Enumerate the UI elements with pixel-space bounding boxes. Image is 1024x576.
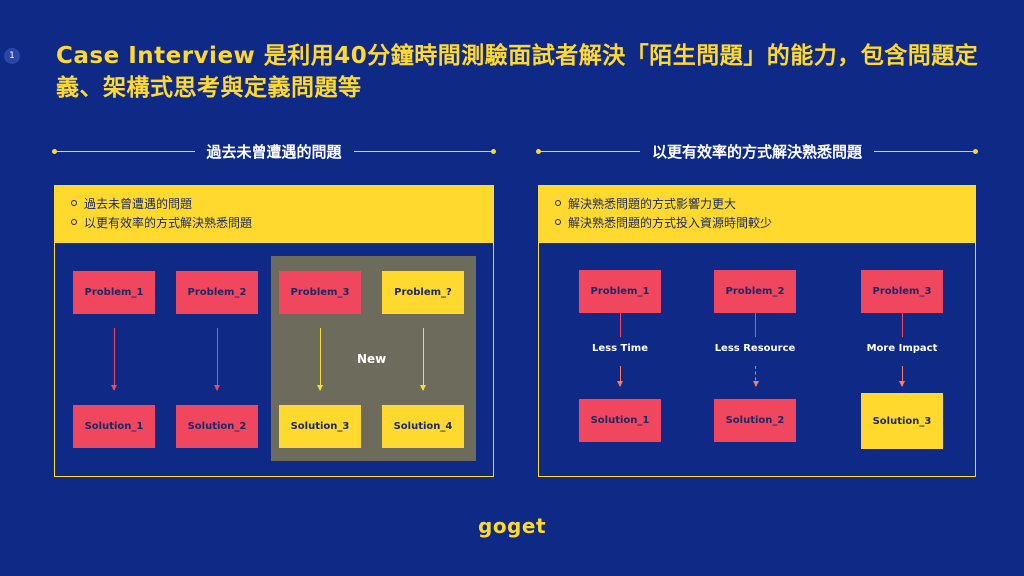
arrow-icon <box>111 328 117 391</box>
heading-line-right <box>353 148 496 154</box>
connector-line <box>902 313 903 337</box>
connector-line <box>755 313 756 337</box>
right-section-heading: 以更有效率的方式解決熟悉問題 <box>536 140 979 162</box>
bullet-item: 解決熟悉問題的方式影響力更大 <box>555 195 975 214</box>
bullet-item: 解決熟悉問題的方式投入資源時間較少 <box>555 214 975 233</box>
right-solution-1: Solution_1 <box>579 399 661 442</box>
right-problem-2: Problem_2 <box>714 270 796 313</box>
arrow-icon <box>214 328 220 391</box>
right-panel: 解決熟悉問題的方式影響力更大 解決熟悉問題的方式投入資源時間較少 Problem… <box>538 185 976 477</box>
right-solution-2: Solution_2 <box>714 399 796 442</box>
left-problem-unknown: Problem_? <box>382 271 464 314</box>
arrow-icon <box>899 366 905 387</box>
right-bullets: 解決熟悉問題的方式影響力更大 解決熟悉問題的方式投入資源時間較少 <box>539 186 975 243</box>
left-heading-label: 過去未曾遭遇的問題 <box>206 142 342 161</box>
left-problem-3: Problem_3 <box>279 271 361 314</box>
arrow-icon <box>617 366 623 387</box>
label-more-impact: More Impact <box>866 343 938 354</box>
bullet-dot-icon <box>71 199 77 206</box>
left-solution-1: Solution_1 <box>73 405 155 448</box>
bullet-item: 過去未曾遭遇的問題 <box>71 195 493 214</box>
brand-logo: goget <box>478 514 546 538</box>
bullet-item: 以更有效率的方式解決熟悉問題 <box>71 214 493 233</box>
dashed-arrow-icon <box>753 366 759 387</box>
arrow-icon <box>420 328 426 391</box>
connector-line <box>620 313 621 337</box>
right-problem-1: Problem_1 <box>579 270 661 313</box>
left-solution-3: Solution_3 <box>279 405 361 448</box>
right-heading-label: 以更有效率的方式解決熟悉問題 <box>652 142 863 161</box>
left-section-heading: 過去未曾遭遇的問題 <box>52 140 496 162</box>
new-label: New <box>357 352 387 366</box>
bullet-dot-icon <box>555 218 561 225</box>
heading-line-left <box>52 148 195 154</box>
label-less-resource: Less Resource <box>714 343 796 354</box>
right-problem-3: Problem_3 <box>861 270 943 313</box>
left-solution-4: Solution_4 <box>382 405 464 448</box>
bullet-dot-icon <box>555 199 561 206</box>
left-problem-2: Problem_2 <box>176 271 258 314</box>
left-solution-2: Solution_2 <box>176 405 258 448</box>
left-bullets: 過去未曾遭遇的問題 以更有效率的方式解決熟悉問題 <box>55 186 493 243</box>
bullet-dot-icon <box>71 218 77 225</box>
page-title: Case Interview 是利用40分鐘時間測驗面試者解決「陌生問題」的能力… <box>56 43 979 101</box>
left-problem-1: Problem_1 <box>73 271 155 314</box>
right-solution-3: Solution_3 <box>861 393 943 449</box>
page-number: 1 <box>4 48 20 64</box>
arrow-icon <box>317 328 323 391</box>
heading-line-left <box>536 148 640 154</box>
left-panel: 過去未曾遭遇的問題 以更有效率的方式解決熟悉問題 New Problem_1 P… <box>54 185 494 477</box>
heading-line-right <box>874 148 979 154</box>
label-less-time: Less Time <box>592 343 648 354</box>
